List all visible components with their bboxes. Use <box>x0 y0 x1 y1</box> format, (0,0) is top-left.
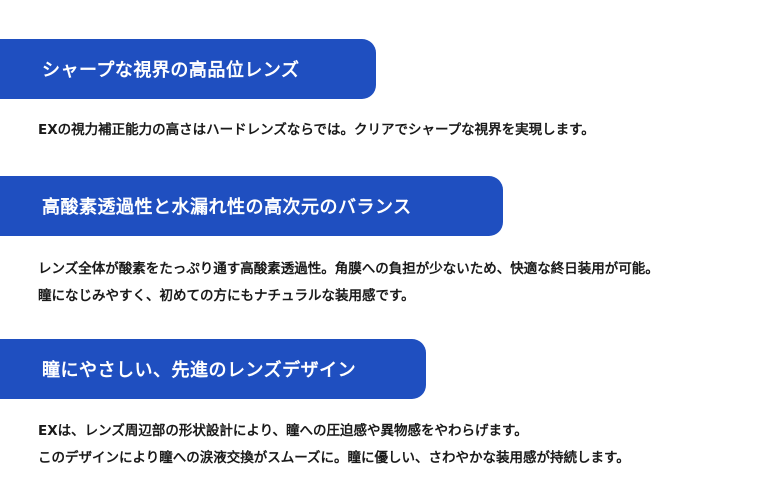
section-heading: 高酸素透過性と水漏れ性の高次元のバランス <box>42 197 412 218</box>
section-body-line: 瞳になじみやすく、初めての方にもナチュラルな装用感です。 <box>38 288 415 304</box>
section-body-line: レンズ全体が酸素をたっぷり通す高酸素透過性。角膜への負担が少ないため、快適な終日… <box>38 261 659 277</box>
section-heading: 瞳にやさしい、先進のレンズデザイン <box>42 360 357 381</box>
section-heading-banner: シャープな視界の高品位レンズ <box>0 39 376 99</box>
section-body: EXの視力補正能力の高さはハードレンズならでは。クリアでシャープな視界を実現しま… <box>38 117 758 144</box>
section-body: レンズ全体が酸素をたっぷり通す高酸素透過性。角膜への負担が少ないため、快適な終日… <box>38 256 758 310</box>
section-body: EXは、レンズ周辺部の形状設計により、瞳への圧迫感や異物感をやわらげます。 この… <box>38 418 758 472</box>
section-body-line: EXの視力補正能力の高さはハードレンズならでは。クリアでシャープな視界を実現しま… <box>38 122 595 138</box>
section-heading: シャープな視界の高品位レンズ <box>42 60 300 81</box>
section-heading-banner: 高酸素透過性と水漏れ性の高次元のバランス <box>0 176 503 236</box>
section-body-line: このデザインにより瞳への涙液交換がスムーズに。瞳に優しい、さわやかな装用感が持続… <box>38 450 630 466</box>
section-heading-banner: 瞳にやさしい、先進のレンズデザイン <box>0 339 426 399</box>
section-body-line: EXは、レンズ周辺部の形状設計により、瞳への圧迫感や異物感をやわらげます。 <box>38 423 528 439</box>
